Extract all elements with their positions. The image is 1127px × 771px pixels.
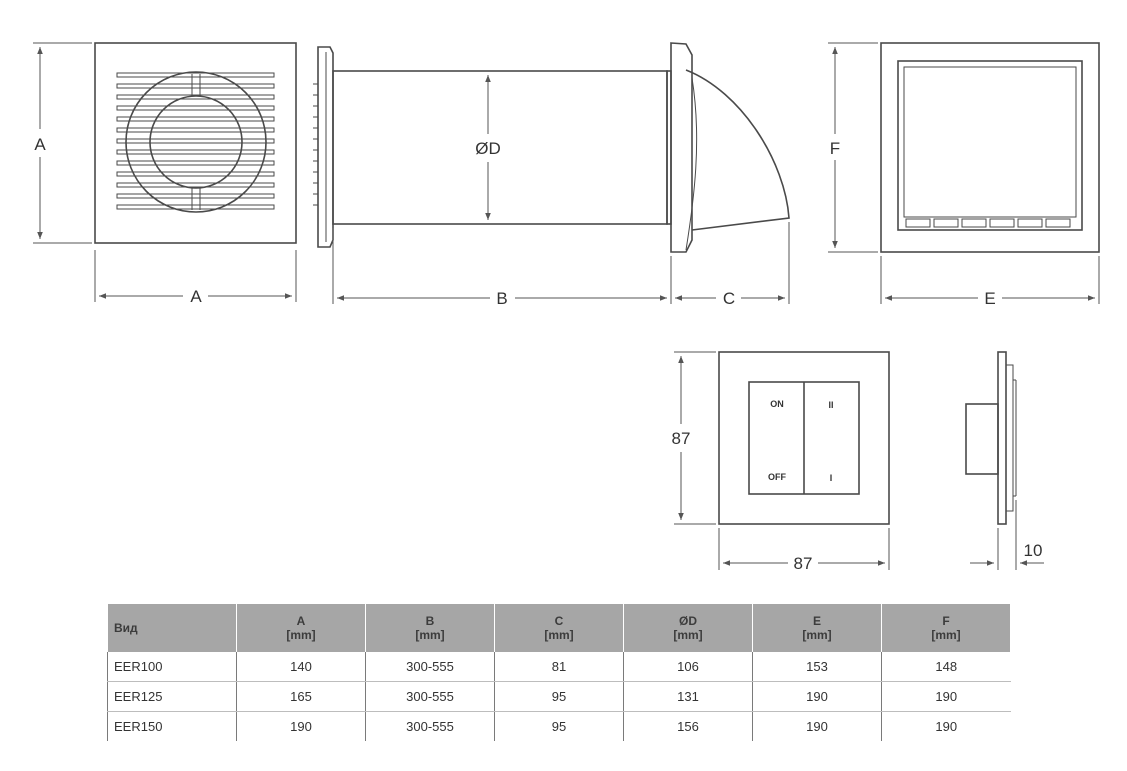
- header-e: E[mm]: [752, 604, 882, 652]
- grille-inner-ring: [149, 95, 243, 189]
- dim-d-label: ØD: [475, 139, 501, 158]
- flange-ribs: [313, 83, 318, 206]
- side-view: ØD B C: [313, 42, 790, 308]
- grille-front-view: A A: [33, 42, 297, 306]
- cell-model: EER100: [107, 652, 237, 682]
- dim-c-label: C: [723, 289, 735, 308]
- switch-depth-label: 10: [1024, 541, 1043, 560]
- cell-f: 190: [881, 681, 1011, 712]
- dim-b-label: B: [496, 289, 507, 308]
- cell-b: 300-555: [365, 681, 495, 712]
- table-row: EER150 190 300-555 95 156 190 190: [107, 711, 1011, 741]
- switch-on-label: ON: [770, 399, 784, 409]
- cell-a: 165: [236, 681, 366, 712]
- cell-e: 190: [752, 681, 882, 712]
- hood-cover: [685, 69, 790, 231]
- header-f: F[mm]: [881, 604, 1011, 652]
- switch-side-view: 10: [965, 351, 1044, 570]
- header-d: ØD[mm]: [623, 604, 753, 652]
- switch-off-label: OFF: [768, 472, 786, 482]
- switch-height-label: 87: [672, 429, 691, 448]
- technical-drawing: A A ØD: [33, 42, 1100, 573]
- cell-f: 190: [881, 711, 1011, 741]
- grille-louvers: [116, 72, 275, 210]
- cell-d: 131: [623, 681, 753, 712]
- switch-speed-2-label: II: [828, 400, 833, 410]
- switch-speed-1-label: I: [830, 473, 833, 483]
- cell-model: EER150: [107, 711, 237, 741]
- cell-b: 300-555: [365, 652, 495, 682]
- cell-model: EER125: [107, 681, 237, 712]
- cell-d: 156: [623, 711, 753, 741]
- cell-d: 106: [623, 652, 753, 682]
- dim-a-horizontal-label: A: [190, 287, 202, 306]
- hood-front-view: F E: [828, 42, 1100, 308]
- cell-e: 153: [752, 652, 882, 682]
- dim-a-vertical-label: A: [34, 135, 46, 154]
- switch-front-view: ON OFF II I 87 87: [672, 351, 890, 573]
- header-b: B[mm]: [365, 604, 495, 652]
- cell-a: 140: [236, 652, 366, 682]
- hood-vents: [905, 218, 1071, 228]
- hood-plate: [670, 42, 693, 253]
- dim-e-label: E: [984, 289, 995, 308]
- table-row: EER125 165 300-555 95 131 190 190: [107, 681, 1011, 712]
- cell-c: 81: [494, 652, 624, 682]
- cell-b: 300-555: [365, 711, 495, 741]
- cell-a: 190: [236, 711, 366, 741]
- header-model: Вид: [107, 604, 237, 652]
- cell-c: 95: [494, 711, 624, 741]
- cell-e: 190: [752, 711, 882, 741]
- cell-f: 148: [881, 652, 1011, 682]
- table-header-row: Вид A[mm] B[mm] C[mm] ØD[mm] E[mm] F[mm]: [107, 604, 1011, 652]
- table-row: EER100 140 300-555 81 106 153 148: [107, 652, 1011, 682]
- dim-f-label: F: [830, 139, 840, 158]
- header-c: C[mm]: [494, 604, 624, 652]
- header-a: A[mm]: [236, 604, 366, 652]
- switch-width-label: 87: [794, 554, 813, 573]
- grille-outer-ring: [125, 71, 267, 213]
- cell-c: 95: [494, 681, 624, 712]
- dimensions-table: Вид A[mm] B[mm] C[mm] ØD[mm] E[mm] F[mm]…: [107, 604, 1011, 741]
